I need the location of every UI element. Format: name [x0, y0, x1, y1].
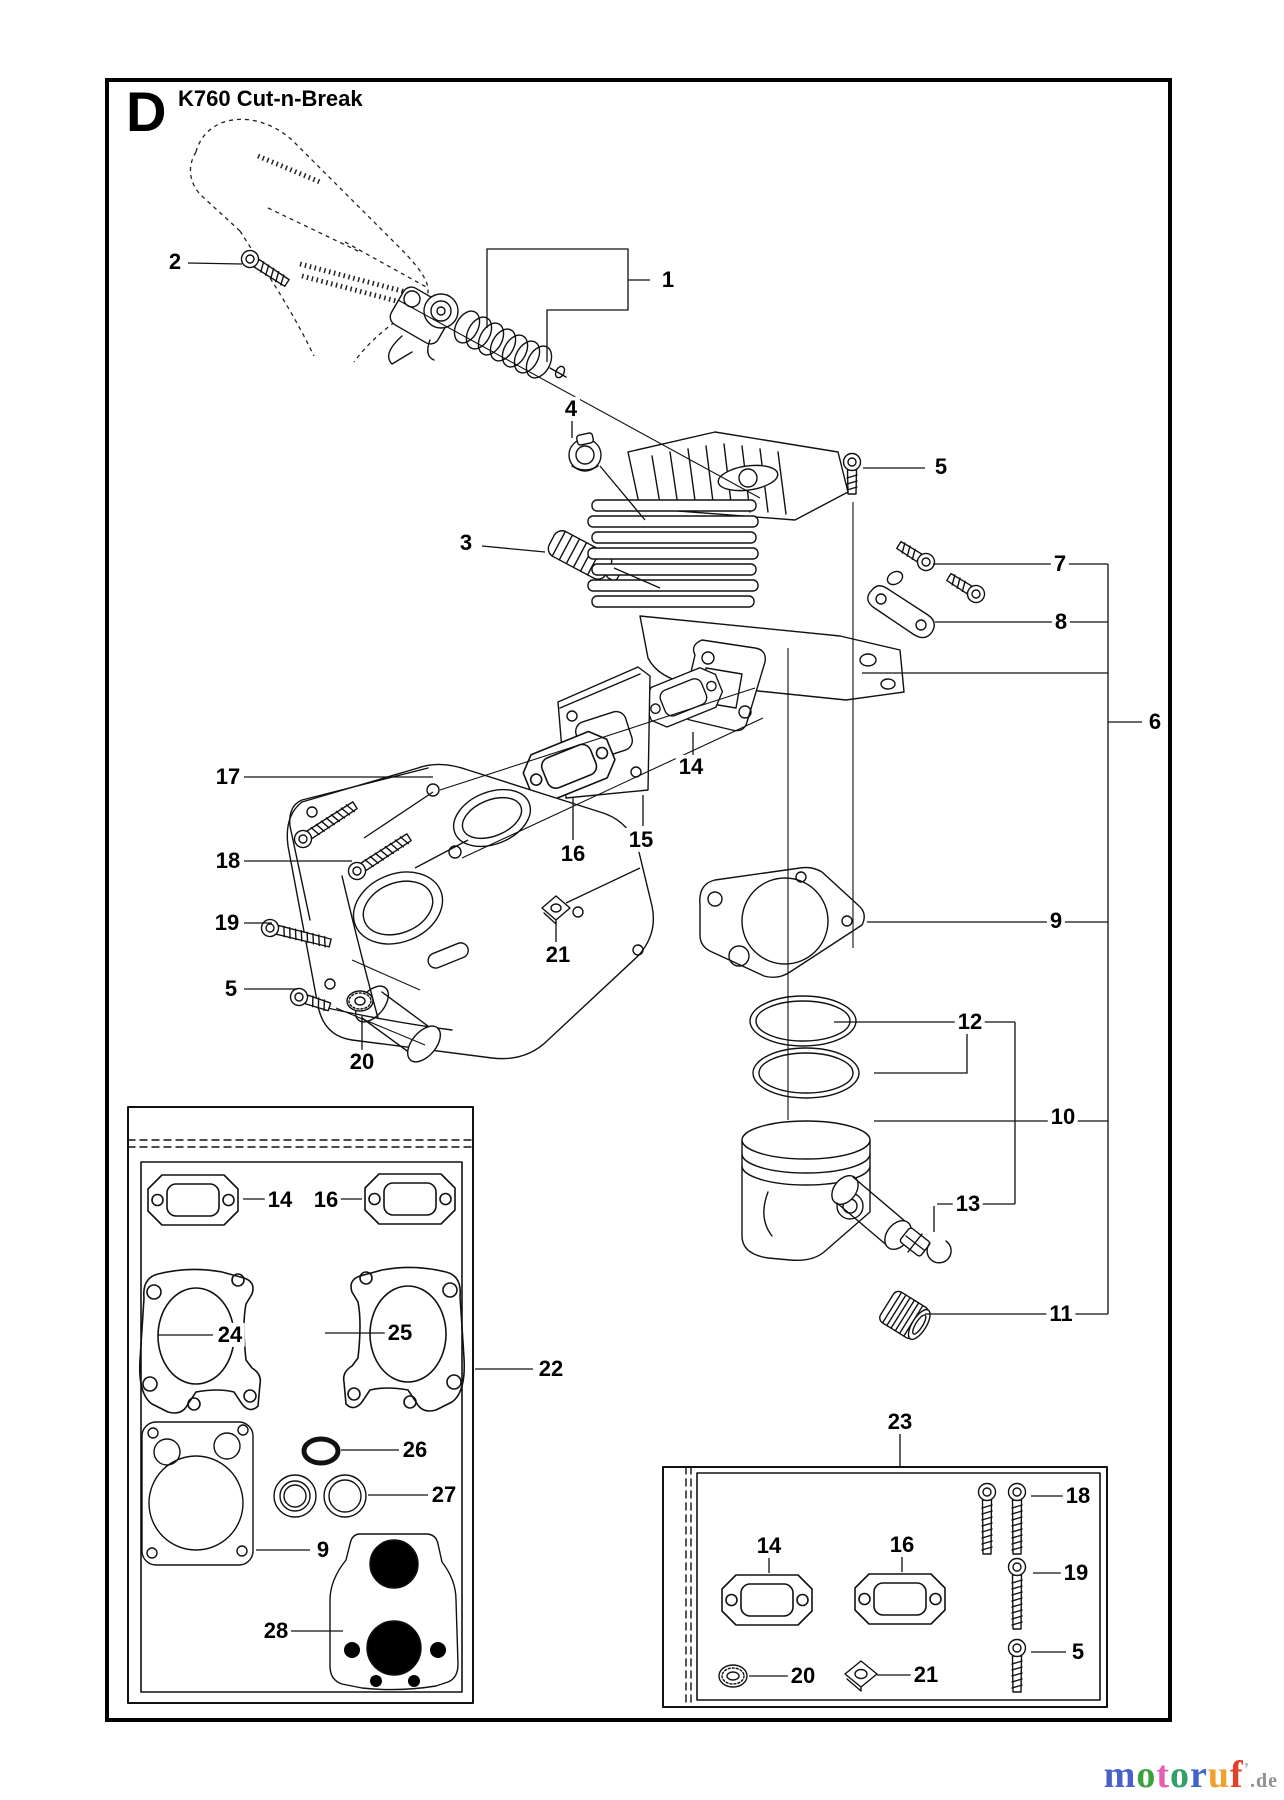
muffler-17: [286, 763, 655, 1063]
kit23-screw-18a: [977, 1482, 997, 1555]
retainer-strap-8: [867, 585, 935, 639]
plug-4: [568, 432, 602, 472]
logo-letter-u: u: [1207, 1754, 1231, 1796]
part-callout-13: 13: [952, 1191, 984, 1217]
part-callout-28: 28: [260, 1618, 292, 1644]
kit22-ring-26: [301, 1436, 341, 1466]
throttle-cable-hatching: [257, 153, 439, 315]
part-callout-27: 27: [428, 1482, 460, 1508]
part-callout-15: 15: [625, 827, 657, 853]
kit22-gasket-9: [141, 1421, 254, 1566]
logo-letter-f: f: [1230, 1754, 1244, 1796]
wrist-pin: [831, 1174, 912, 1251]
part-callout-24: 24: [214, 1322, 246, 1348]
part-callout-14: 14: [675, 754, 707, 780]
kit23-washer-20: [718, 1664, 748, 1688]
part-callout-20-kit23: 20: [787, 1663, 819, 1689]
kit23-gasket-16: [854, 1573, 946, 1625]
hardware-kit-box-23: [662, 1466, 1108, 1708]
part-callout-16: 16: [557, 841, 589, 867]
pin-keeper-13: [899, 1227, 931, 1257]
part-callout-12: 12: [954, 1009, 986, 1035]
part-callout-9-kit22: 9: [313, 1537, 333, 1563]
kit22-part-28: [329, 1533, 459, 1691]
part-callout-10: 10: [1047, 1104, 1079, 1130]
part-callout-6: 6: [1145, 709, 1165, 735]
kit22-seals-27: [273, 1474, 367, 1518]
part-callout-8: 8: [1051, 609, 1071, 635]
kit23-screw-5: [1007, 1638, 1027, 1693]
part-callout-1: 1: [658, 267, 678, 293]
part-callout-7: 7: [1050, 551, 1070, 577]
part-callout-3: 3: [456, 530, 476, 556]
part-callout-26: 26: [399, 1437, 431, 1463]
part-callout-23: 23: [884, 1409, 916, 1435]
screw-8: [943, 569, 989, 607]
kit23-screw-19: [1007, 1557, 1027, 1630]
piston-10: [741, 1120, 871, 1262]
part-callout-5-top: 5: [931, 454, 951, 480]
screw-7: [886, 537, 939, 586]
part-callout-9: 9: [1046, 908, 1066, 934]
page-border: [105, 78, 1172, 1722]
part-callout-18: 18: [212, 848, 244, 874]
kit23-gasket-14: [721, 1574, 813, 1626]
piston-rings-12: [749, 995, 860, 1099]
cylinder: [587, 431, 905, 723]
section-letter: D: [126, 80, 167, 143]
screw-2: [237, 246, 293, 291]
logo-letter-r: r: [1190, 1754, 1208, 1796]
part-callout-4: 4: [561, 396, 581, 422]
part-callout-14-kit23: 14: [753, 1533, 785, 1559]
washer-20: [346, 990, 374, 1012]
motoruf-logo[interactable]: motoruf’.de: [1104, 1756, 1278, 1794]
circlip-13: [926, 1240, 952, 1264]
kit22-gasket-14: [147, 1174, 239, 1226]
part-callout-14-kit22: 14: [264, 1187, 296, 1213]
logo-letter-m: m: [1103, 1754, 1137, 1796]
part-callout-5-muffler: 5: [221, 976, 241, 1002]
kit23-screw-18b: [1007, 1482, 1027, 1555]
handle-dashed-outline: [189, 118, 429, 363]
part-callout-22: 22: [535, 1356, 567, 1382]
gasket-kit-box-22: [127, 1106, 474, 1704]
logo-letter-o: o: [1136, 1754, 1157, 1796]
part-callout-11: 11: [1046, 1301, 1076, 1327]
motoruf-logo-mark: ’: [1243, 1760, 1250, 1778]
part-callout-17: 17: [212, 764, 244, 790]
page-title: K760 Cut-n-Break: [178, 86, 363, 111]
valve-assembly-1: [388, 286, 459, 365]
part-callout-21: 21: [542, 942, 574, 968]
logo-letter-t: t: [1156, 1754, 1170, 1796]
part-callout-16-kit23: 16: [886, 1532, 918, 1558]
kit22-gasket-16: [364, 1173, 456, 1225]
gasket-9: [699, 866, 865, 979]
valve-spring: [453, 310, 567, 379]
logo-letter-o: o: [1170, 1754, 1190, 1796]
part-callout-16-kit22: 16: [310, 1187, 342, 1213]
part-callout-20: 20: [346, 1049, 378, 1075]
part-callout-18-kit23: 18: [1062, 1483, 1094, 1509]
kit23-nut-21: [844, 1660, 878, 1692]
part-callout-19-kit23: 19: [1060, 1560, 1092, 1586]
part-callout-2: 2: [165, 249, 185, 275]
part-callout-19: 19: [211, 910, 243, 936]
needle-bearing-11: [879, 1290, 931, 1341]
part-callout-5-kit23: 5: [1068, 1639, 1088, 1665]
part-callout-21-kit23: 21: [910, 1662, 942, 1688]
motoruf-logo-tld: .de: [1250, 1770, 1278, 1792]
motoruf-logo-word: motoruf: [1104, 1754, 1244, 1796]
part-callout-25: 25: [384, 1320, 416, 1346]
